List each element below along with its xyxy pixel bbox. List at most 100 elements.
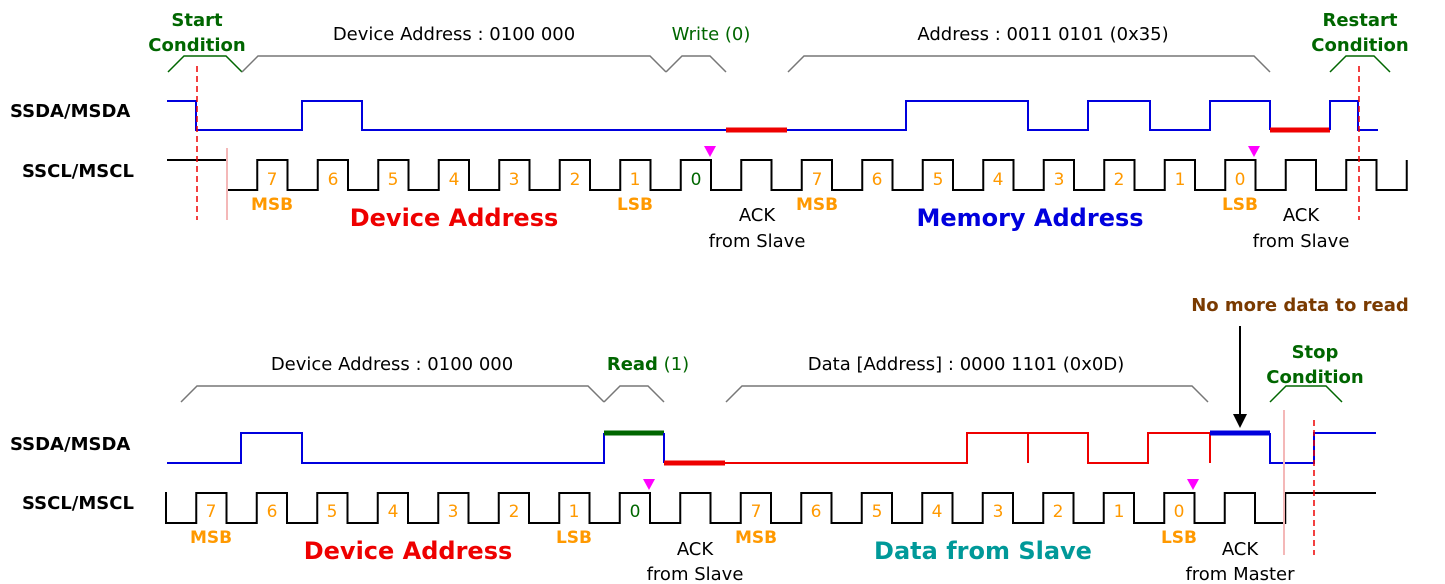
bit-label: 1 [1114, 502, 1125, 522]
ack-label: ACK [1283, 205, 1321, 226]
device-address-bracket [241, 55, 667, 73]
ack-source-label: from Master [1185, 564, 1295, 584]
bit-labels-memory-address: 7 6 5 4 3 2 1 0 [812, 170, 1246, 190]
bit-label: 4 [388, 502, 399, 522]
bit-label: 7 [751, 502, 762, 522]
scl-label: SSCL/MSCL [22, 493, 134, 514]
read-label-bold: Read [607, 354, 658, 375]
msb-label: MSB [735, 528, 777, 548]
bit-label: 0 [1235, 170, 1246, 190]
stop-condition-label-line2: Condition [1266, 367, 1363, 388]
bit-label: 5 [872, 502, 883, 522]
msb-label: MSB [251, 195, 293, 215]
sda-waveform [167, 100, 726, 131]
scl-label: SSCL/MSCL [22, 161, 134, 182]
lsb-label: LSB [556, 528, 592, 548]
bit-label: 6 [328, 170, 339, 190]
start-condition-bracket [167, 55, 243, 73]
sda-label: SSDA/MSDA [10, 101, 130, 122]
lsb-label: LSB [617, 195, 653, 215]
sda-waveform-memory-address [787, 100, 1271, 131]
bit-label: 7 [267, 170, 278, 190]
bit-label: 3 [448, 502, 459, 522]
bit-label: 4 [993, 170, 1004, 190]
ack-pointer-icon [704, 146, 716, 157]
sda-data-from-slave [725, 432, 1211, 464]
msb-label: MSB [796, 195, 838, 215]
read-label-value: (1) [664, 354, 690, 375]
data-label: Data [Address] : 0000 1101 (0x0D) [808, 354, 1124, 375]
write-label: Write (0) [672, 24, 751, 45]
stop-condition-label-line1: Stop [1292, 342, 1339, 363]
bit-labels-device-address: 7 6 5 4 3 2 1 0 [206, 502, 641, 522]
memory-address-title: Memory Address [916, 204, 1143, 232]
stop-condition-bracket [1269, 385, 1343, 403]
bit-labels-data: 7 6 5 4 3 2 1 0 [751, 502, 1185, 522]
bit-label: 3 [509, 170, 520, 190]
bit-label: 7 [812, 170, 823, 190]
lsb-label: LSB [1161, 528, 1197, 548]
data-from-slave-title: Data from Slave [874, 537, 1092, 565]
bit-label: 1 [630, 170, 641, 190]
bit-label: 5 [327, 502, 338, 522]
sda-waveform-restart [1329, 100, 1378, 131]
bit-label: 5 [933, 170, 944, 190]
no-more-data-label: No more data to read [1191, 295, 1409, 316]
bit-label: 3 [1054, 170, 1065, 190]
write-bracket [665, 55, 727, 73]
bit-label: 0 [1174, 502, 1185, 522]
ack-pointer-icon [643, 479, 655, 490]
scl-waveform [165, 492, 1376, 524]
start-condition-label-line1: Start [171, 10, 223, 31]
device-address-title: Device Address [350, 204, 559, 232]
memory-address-label: Address : 0011 0101 (0x35) [917, 24, 1168, 45]
bit-label: 1 [569, 502, 580, 522]
ack-pointer-icon [1248, 146, 1260, 157]
bit-label: 4 [932, 502, 943, 522]
bit-label: 5 [388, 170, 399, 190]
ack-source-label: from Slave [1253, 231, 1350, 252]
bit-label: 0 [691, 170, 702, 190]
bit-label: 6 [267, 502, 278, 522]
scl-waveform [167, 159, 1408, 191]
ack-label: ACK [1222, 539, 1260, 560]
memory-address-bracket [787, 55, 1271, 73]
read-bracket [603, 385, 665, 403]
row1: Start Condition Device Address : 0100 00… [10, 10, 1409, 252]
row2: No more data to read Device Address : 01… [10, 295, 1409, 584]
arrow-head-icon [1233, 414, 1247, 428]
restart-condition-label-line2: Condition [1311, 35, 1408, 56]
msb-label: MSB [190, 528, 232, 548]
device-address-label: Device Address : 0100 000 [271, 354, 513, 375]
device-address-title: Device Address [304, 537, 513, 565]
bit-label: 1 [1175, 170, 1186, 190]
bit-label: 4 [449, 170, 460, 190]
bit-label: 6 [811, 502, 822, 522]
ack-source-label: from Slave [709, 231, 806, 252]
lsb-label: LSB [1222, 195, 1258, 215]
sda-waveform-stop [1269, 432, 1376, 464]
ack-source-label: from Slave [647, 564, 744, 584]
sda-waveform [167, 432, 605, 464]
ack-label: ACK [739, 205, 777, 226]
bit-label: 2 [1053, 502, 1064, 522]
data-bracket [725, 385, 1209, 403]
ack-pointer-icon [1187, 479, 1199, 490]
restart-condition-label-line1: Restart [1322, 10, 1397, 31]
bit-label: 6 [872, 170, 883, 190]
bit-label: 2 [1114, 170, 1125, 190]
bit-label: 0 [630, 502, 641, 522]
start-condition-label-line2: Condition [148, 35, 245, 56]
bit-label: 2 [570, 170, 581, 190]
device-address-label: Device Address : 0100 000 [333, 24, 575, 45]
read-label: Read (1) [607, 354, 689, 375]
bit-labels-device-address: 7 6 5 4 3 2 1 0 [267, 170, 702, 190]
device-address-bracket [180, 385, 605, 403]
bit-label: 3 [993, 502, 1004, 522]
ack-label: ACK [677, 539, 715, 560]
bit-label: 2 [509, 502, 520, 522]
restart-condition-bracket [1329, 55, 1391, 73]
sda-label: SSDA/MSDA [10, 434, 130, 455]
bit-label: 7 [206, 502, 217, 522]
